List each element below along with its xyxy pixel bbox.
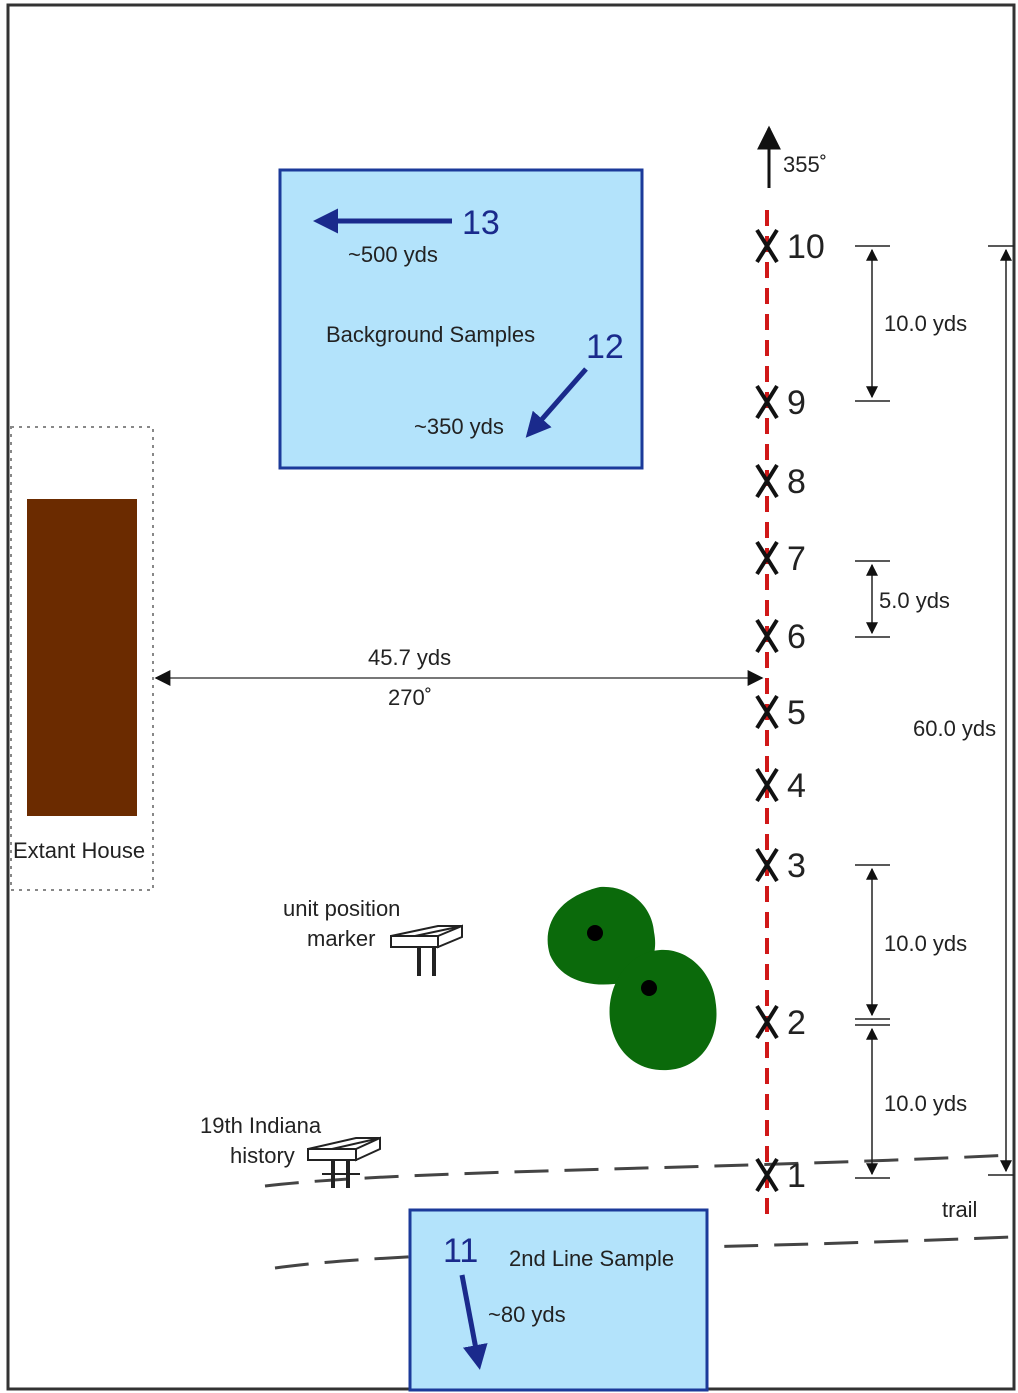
north-arrow: 355˚: [757, 125, 827, 188]
transect-point-6: 6: [755, 618, 806, 656]
dimension-label-total: 60.0 yds: [913, 716, 996, 741]
transect-point-5: 5: [755, 694, 806, 732]
sample-12-number: 12: [586, 328, 624, 366]
history-marker: 19th Indiana history: [200, 1113, 381, 1188]
compass-bearing-label: 355˚: [783, 152, 827, 177]
x-marker-icon: [755, 767, 779, 803]
tree-trunk-dot: [641, 980, 657, 996]
transect-point-3: 3: [755, 847, 806, 885]
unit-position-sign-icon: [390, 924, 463, 976]
transect-point-label: 9: [787, 384, 806, 422]
transect-point-1: 1: [755, 1157, 806, 1195]
trail-upper: [264, 1153, 1013, 1188]
transect-point-label: 7: [787, 540, 806, 578]
trees: [547, 886, 717, 1071]
x-marker-icon: [755, 1004, 779, 1040]
x-marker-icon: [755, 847, 779, 883]
transect-point-10: 10: [755, 228, 825, 266]
house-distance-label: 45.7 yds: [368, 645, 451, 670]
history-sign-icon: [307, 1136, 381, 1188]
sample-11-arrow: [459, 1274, 488, 1370]
x-marker-icon: [755, 384, 779, 420]
transect-points: 1 2 3 4 5 6 7 8 9 10: [755, 228, 825, 1195]
house-bearing-label: 270˚: [388, 685, 432, 710]
sample-12-distance: ~350 yds: [414, 414, 504, 439]
trail-label: trail: [942, 1197, 977, 1222]
tree-lower: [609, 949, 717, 1071]
background-samples-box: 13 ~500 yds Background Samples 12 ~350 y…: [278, 168, 644, 470]
transect-point-label: 2: [787, 1004, 806, 1042]
transect-point-2: 2: [755, 1004, 806, 1042]
x-marker-icon: [755, 694, 779, 730]
history-label-1: 19th Indiana: [200, 1113, 322, 1138]
transect-point-9: 9: [755, 384, 806, 422]
transect-point-label: 8: [787, 463, 806, 501]
sample-13-distance: ~500 yds: [348, 242, 438, 267]
house-distance-measure: 45.7 yds 270˚: [154, 645, 764, 710]
sample-11-distance: ~80 yds: [488, 1302, 566, 1327]
x-marker-icon: [755, 463, 779, 499]
sample-12-arrow: [525, 367, 588, 438]
house-boundary: [10, 426, 154, 891]
house-building: [27, 499, 137, 816]
x-marker-icon: [755, 618, 779, 654]
unit-position-label-2: marker: [307, 926, 375, 951]
x-marker-icon: [755, 540, 779, 576]
unit-position-label-1: unit position: [283, 896, 400, 921]
dimension-label-lower-upper: 10.0 yds: [884, 931, 967, 956]
transect-point-7: 7: [755, 540, 806, 578]
trail-lower: [274, 1235, 1013, 1270]
dimension-lines: [855, 245, 1014, 1179]
x-marker-icon: [755, 228, 779, 264]
transect-point-label: 6: [787, 618, 806, 656]
dimension-label-top: 10.0 yds: [884, 311, 967, 336]
history-label-2: history: [230, 1143, 295, 1168]
extant-house: Extant House: [10, 426, 154, 891]
transect-point-label: 1: [787, 1157, 806, 1195]
sample-13-number: 13: [462, 204, 500, 242]
transect-point-label: 3: [787, 847, 806, 885]
dimension-label-lower-lower: 10.0 yds: [884, 1091, 967, 1116]
x-marker-icon: [755, 1157, 779, 1193]
unit-position-marker: unit position marker: [283, 896, 463, 976]
transect-point-label: 10: [787, 228, 825, 266]
transect-point-label: 5: [787, 694, 806, 732]
sample-11-number: 11: [443, 1232, 478, 1270]
transect-point-4: 4: [755, 767, 806, 805]
dimension-label-middle: 5.0 yds: [879, 588, 950, 613]
transect-point-8: 8: [755, 463, 806, 501]
transect-point-label: 4: [787, 767, 806, 805]
second-line-title: 2nd Line Sample: [509, 1246, 674, 1271]
tree-trunk-dot: [587, 925, 603, 941]
second-line-sample-box: 11 2nd Line Sample ~80 yds: [408, 1208, 709, 1392]
background-samples-title: Background Samples: [326, 322, 535, 347]
house-label: Extant House: [13, 838, 145, 863]
